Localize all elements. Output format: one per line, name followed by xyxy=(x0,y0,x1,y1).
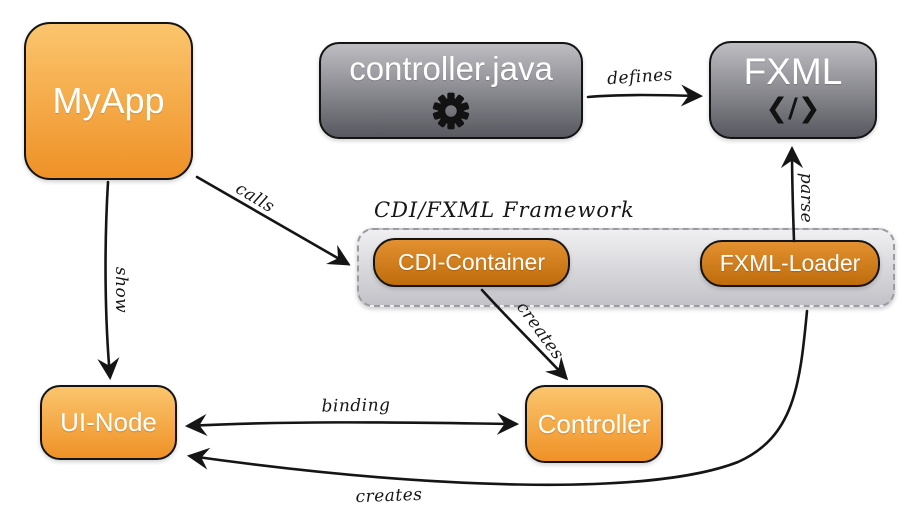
edge-label-creates-controller: creates xyxy=(512,298,568,364)
node-fxml-loader-label: FXML-Loader xyxy=(719,250,861,276)
node-cdi-container-label: CDI-Container xyxy=(398,249,545,275)
node-myapp: MyApp xyxy=(24,22,193,180)
code-icon: ❮/❯ xyxy=(765,93,821,124)
edge-label-show: show xyxy=(111,266,131,314)
framework-title: CDI/FXML Framework xyxy=(374,198,635,222)
edge-calls-arrow xyxy=(195,175,351,266)
node-controller-java-label: controller.java xyxy=(349,50,553,87)
edge-label-parse: parse xyxy=(796,172,816,224)
node-cdi-container: CDI-Container xyxy=(373,238,570,287)
node-fxml: FXML ❮/❯ xyxy=(709,41,877,139)
edge-label-calls: calls xyxy=(231,178,279,218)
node-controller-label: Controller xyxy=(537,408,651,439)
node-controller-java: controller.java xyxy=(319,42,583,139)
edge-binding-arrow xyxy=(184,412,520,437)
node-fxml-loader: FXML-Loader xyxy=(700,240,880,287)
edge-label-binding: binding xyxy=(321,395,391,417)
gear-icon xyxy=(432,92,470,130)
edge-show-arrow xyxy=(97,180,120,381)
node-ui-node: UI-Node xyxy=(40,385,177,460)
edge-label-defines: defines xyxy=(606,64,674,90)
edge-label-creates-uinode: creates xyxy=(355,484,423,508)
edge-defines-arrow xyxy=(586,84,704,107)
edge-creates-uinode-arrow xyxy=(186,309,809,487)
node-ui-node-label: UI-Node xyxy=(60,407,157,437)
node-controller: Controller xyxy=(525,385,663,463)
node-myapp-label: MyApp xyxy=(52,80,165,121)
node-fxml-label: FXML xyxy=(743,51,843,92)
